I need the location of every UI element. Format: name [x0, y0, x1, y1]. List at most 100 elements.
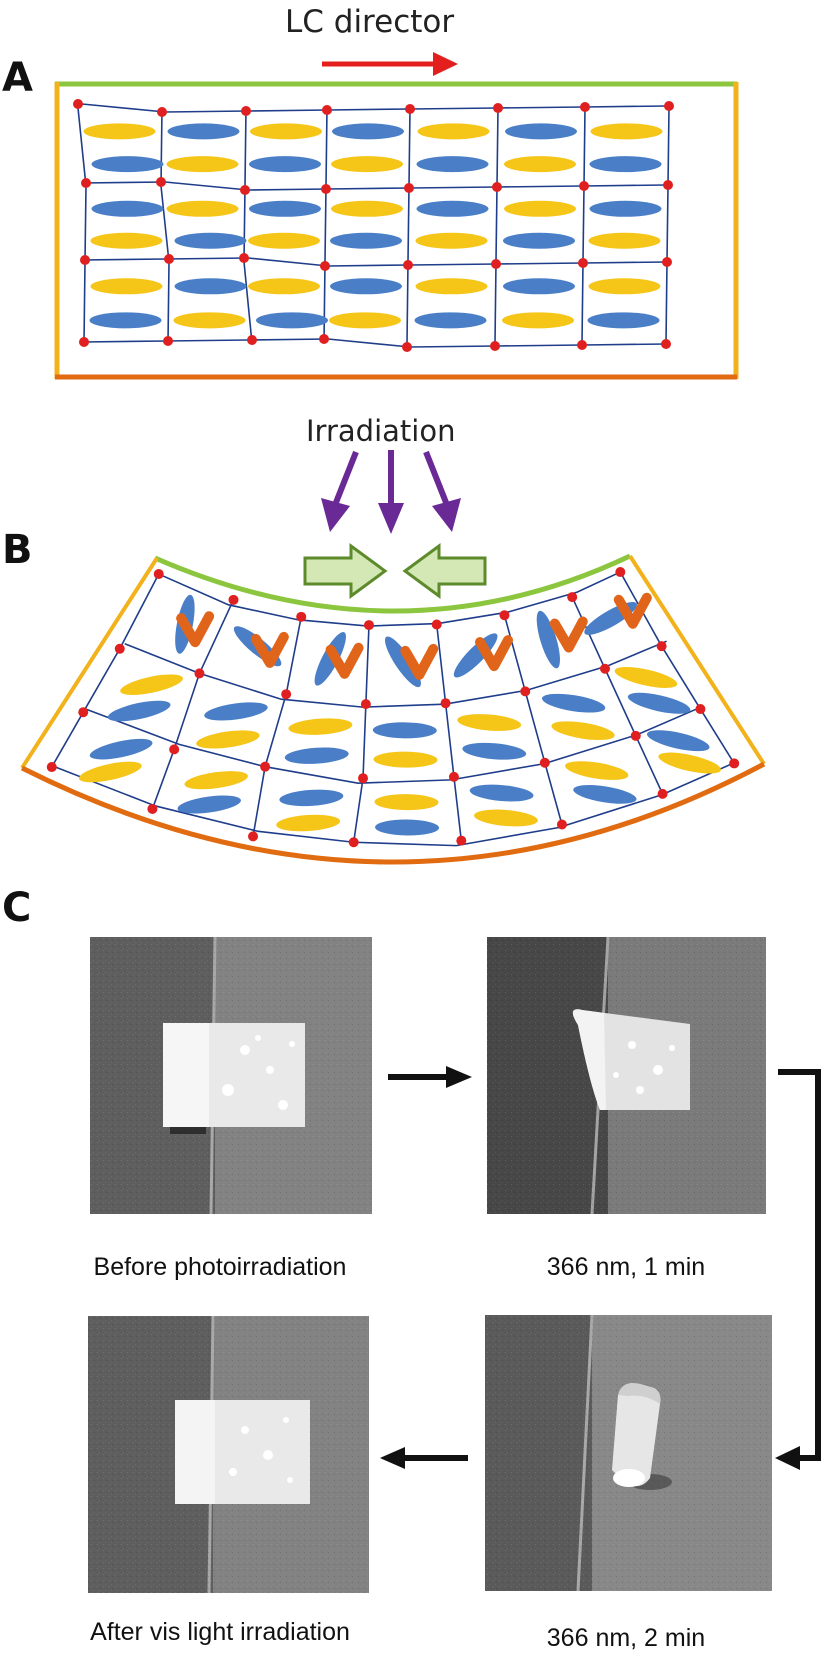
azobenzene-bent [400, 643, 439, 680]
mesogen [90, 232, 163, 249]
network-strand [435, 624, 463, 841]
mesogen [107, 700, 171, 722]
crosslink-point [164, 254, 174, 264]
mesogen [331, 200, 403, 217]
crosslink-point [491, 259, 501, 269]
crosslink-point [405, 104, 415, 114]
mesogen [590, 123, 663, 140]
mesogen [588, 232, 661, 249]
mesogen [330, 232, 402, 249]
panel-a-diagram [54, 52, 739, 380]
mesogen [249, 200, 321, 217]
mesogen-group [83, 123, 663, 329]
crosslink-point [539, 757, 550, 768]
mesogen [166, 156, 239, 173]
mesogen [91, 200, 164, 217]
irradiation-arrows [321, 450, 461, 534]
crosslink-point [656, 641, 667, 652]
crosslink-point [169, 744, 180, 755]
azobenzene-bent [325, 642, 364, 679]
flow-arrow-bracket-head [775, 1446, 800, 1470]
mesogen [385, 636, 421, 688]
flow-arrow-right [388, 1066, 472, 1088]
mesogen [373, 751, 438, 768]
bent-film-top-edge [154, 553, 632, 614]
crosslink-point [615, 567, 626, 578]
mesogen [90, 278, 163, 295]
mesogen [249, 156, 321, 173]
crosslink-point [260, 761, 271, 772]
azobenzene-bent [176, 611, 215, 648]
mesogen [462, 742, 527, 760]
crosslink-point [440, 698, 451, 709]
network-strand [503, 614, 563, 825]
crosslink-point [248, 831, 259, 842]
mesogen [573, 785, 637, 804]
crosslink-point [241, 106, 251, 116]
network-strand [252, 616, 303, 837]
crosslink-point [661, 339, 671, 349]
caption-after-vis-light: After vis light irradiation [90, 1618, 350, 1646]
bent-film-right-edge [628, 554, 766, 766]
crosslink-point [577, 340, 587, 350]
panel-letter-a: A [2, 55, 33, 101]
crosslink-point [360, 699, 371, 710]
mesogen [91, 156, 164, 173]
crosslink-point [493, 103, 503, 113]
crosslink-point [79, 337, 89, 347]
mesogen [329, 312, 401, 329]
crosslink-point [556, 819, 567, 830]
mesogen [541, 693, 606, 713]
crosslink-point [358, 773, 369, 784]
mesogen [505, 123, 577, 140]
crosslink-point [296, 611, 307, 622]
mesogen [331, 156, 403, 173]
panel-b-diagram [20, 450, 766, 865]
network-strand [81, 103, 667, 113]
mesogen [372, 722, 437, 739]
network-strand [581, 107, 586, 344]
mesogen [89, 312, 162, 329]
crosslink-point [580, 102, 590, 112]
crosslink-point [73, 99, 83, 109]
mesogen [502, 312, 574, 329]
network-strand [158, 571, 621, 627]
bent-film-left-edge [20, 556, 159, 770]
crosslink-point [578, 258, 588, 268]
crosslink-point [320, 261, 330, 271]
mesogen [551, 721, 615, 741]
mesogen [332, 123, 404, 140]
crosslink-point [163, 336, 173, 346]
mesogen [248, 232, 320, 249]
crosslink-point [322, 105, 332, 115]
crosslink-point [599, 663, 610, 674]
mesogen [250, 123, 322, 140]
mesogen [457, 714, 522, 731]
crosslink-point [228, 594, 239, 605]
crosslink-point [630, 730, 641, 741]
caption-366nm-2min: 366 nm, 2 min [546, 1624, 706, 1652]
mesogen [416, 200, 489, 217]
mesogen [503, 232, 575, 249]
mesogen [589, 200, 662, 217]
azobenzene-bent [475, 635, 514, 672]
network-strand [77, 107, 87, 344]
mesogen [469, 784, 534, 802]
crosslink-point [46, 762, 57, 773]
crosslink-point [448, 771, 459, 782]
mesogen [415, 232, 488, 249]
caption-366nm-1min: 366 nm, 1 min [546, 1253, 706, 1281]
mesogen [589, 156, 662, 173]
mesogen [89, 738, 153, 760]
mesogen [83, 123, 156, 140]
mesogen [658, 752, 721, 774]
polymer-network-bent [51, 571, 736, 847]
crosslink-point [490, 341, 500, 351]
network-strand [406, 107, 411, 344]
crosslink-point [114, 643, 125, 654]
azobenzene-group [176, 592, 652, 680]
mesogen [177, 795, 241, 814]
crosslink-point [431, 619, 442, 630]
crosslink-point [319, 334, 329, 344]
